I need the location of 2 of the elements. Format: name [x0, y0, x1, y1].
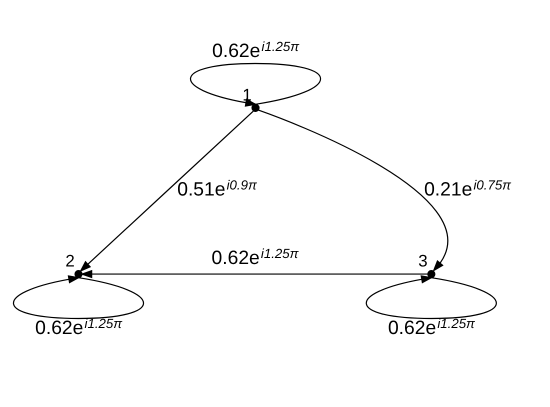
node-label: 3 [418, 251, 428, 270]
node-label: 2 [65, 251, 75, 270]
